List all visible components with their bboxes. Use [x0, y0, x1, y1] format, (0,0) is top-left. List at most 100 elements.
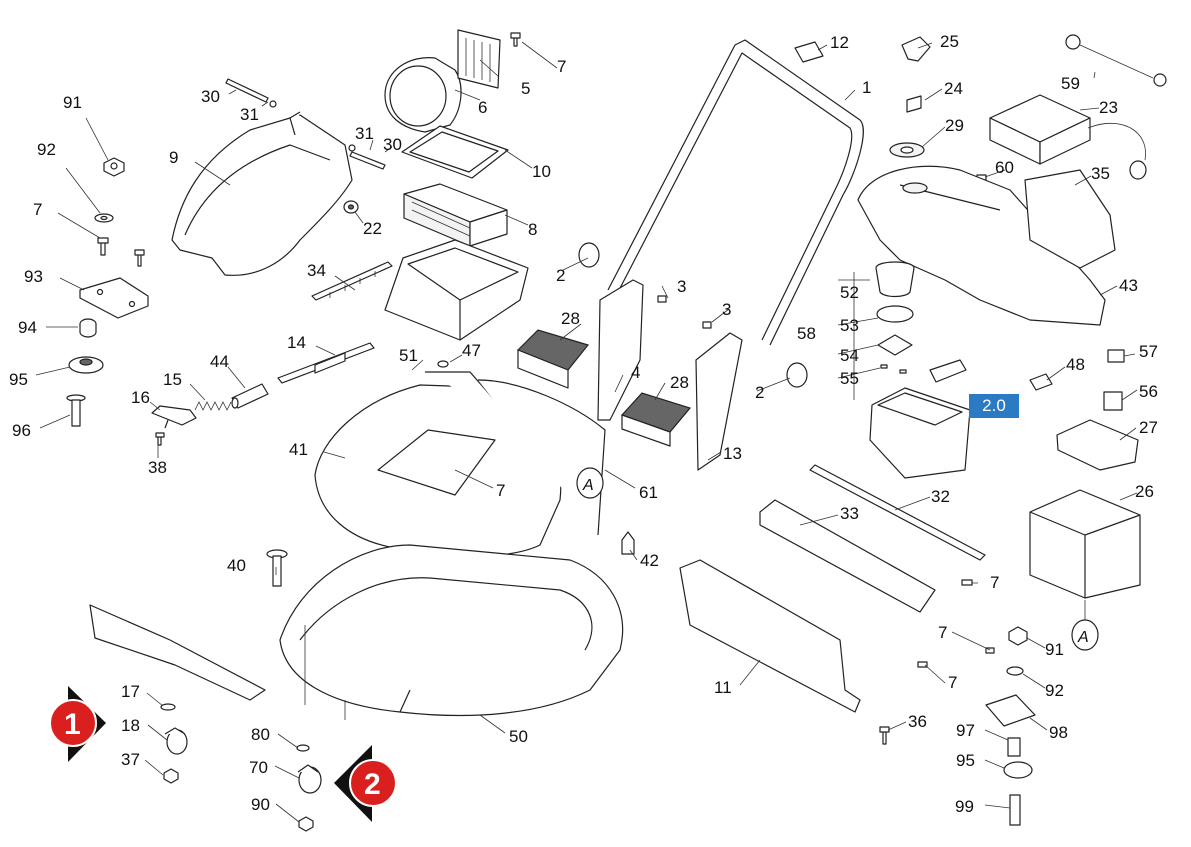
- callout-16: 16: [131, 388, 150, 407]
- callout-99: 99: [955, 797, 974, 816]
- callout-38: 38: [148, 458, 167, 477]
- callout-52: 52: [840, 283, 859, 302]
- callout-54: 54: [840, 346, 859, 365]
- callout-10: 10: [532, 162, 551, 181]
- part-52-cup: [875, 261, 915, 298]
- part-10-filter-frame: [401, 125, 509, 179]
- part-40-bolt: [266, 549, 288, 587]
- part-22-grommet: [343, 200, 359, 214]
- part-1-handle: [607, 39, 864, 346]
- callout-90: 90: [251, 795, 270, 814]
- part-91-nut: [103, 157, 125, 177]
- callout-95: 95: [9, 370, 28, 389]
- callout-35: 35: [1091, 164, 1110, 183]
- part-12-clip: [794, 41, 824, 63]
- part-37-nut: [163, 768, 179, 784]
- callout-37: 37: [121, 750, 140, 769]
- part-27-tray: [1056, 419, 1139, 471]
- part-36-screw: [879, 726, 890, 745]
- callout-55: 55: [840, 369, 859, 388]
- callout-31: 31: [240, 105, 259, 124]
- callout-18: 18: [121, 716, 140, 735]
- part-38-screw: [155, 432, 165, 446]
- callout-9: 9: [169, 148, 178, 167]
- part-91-nut-right: [1008, 626, 1028, 646]
- callout-11: 11: [714, 678, 732, 697]
- part-5-grille: [457, 29, 501, 89]
- part-53-disc: [876, 305, 914, 323]
- callout-15: 15: [163, 370, 182, 389]
- callout-7: 7: [496, 481, 505, 500]
- part-29-seal: [889, 142, 925, 158]
- callout-96: 96: [12, 421, 31, 440]
- callout-95: 95: [956, 751, 975, 770]
- callout-32: 32: [931, 487, 950, 506]
- callout-60: 60: [995, 158, 1014, 177]
- part-92-washer-right: [1006, 666, 1024, 676]
- part-34-spring-clip-bar: [311, 261, 393, 301]
- part-41-upper-housing: [314, 371, 562, 558]
- callout-2: 2: [755, 383, 764, 402]
- callout-70: 70: [249, 758, 268, 777]
- marker-1[interactable]: [49, 686, 106, 762]
- part-24-switch: [906, 95, 922, 113]
- callout-4: 4: [631, 363, 640, 382]
- part-44-sleeve: [231, 383, 269, 409]
- callout-34: 34: [307, 261, 326, 280]
- part-59-cable: [1065, 34, 1167, 87]
- callout-12: 12: [830, 33, 849, 52]
- part-17-washer: [160, 703, 176, 711]
- leader-lines: [35, 41, 1138, 823]
- sub-assembly-link-2-0[interactable]: 2.0: [969, 394, 1019, 418]
- part-43-electronic-cover: [857, 165, 1106, 326]
- part-16-handle-latch: [151, 405, 197, 429]
- part-8-air-filter: [403, 183, 508, 247]
- part-54-ring: [877, 334, 913, 356]
- part-55-screws: [880, 364, 907, 374]
- callout-48: 48: [1066, 355, 1085, 374]
- part-90-nut: [298, 816, 314, 832]
- callout-30: 30: [201, 87, 220, 106]
- callout-44: 44: [210, 352, 229, 371]
- callout-13: 13: [723, 444, 742, 463]
- part-13-bracket-right: [695, 332, 743, 471]
- part-2-0-fuse-assembly: [929, 359, 967, 383]
- callout-50: 50: [509, 727, 528, 746]
- callout-17: 17: [121, 682, 140, 701]
- part-80-washer: [296, 744, 310, 752]
- part-51-bag-frame: [384, 239, 529, 341]
- part-motor-unit: [869, 387, 971, 479]
- callout-3: 3: [722, 300, 731, 319]
- callout-98: 98: [1049, 723, 1068, 742]
- callout-80: 80: [251, 725, 270, 744]
- callout-28: 28: [561, 309, 580, 328]
- part-2-knobs: [578, 242, 808, 388]
- part-42-plug: [621, 531, 635, 555]
- callout-33: 33: [840, 504, 859, 523]
- callout-51: 51: [399, 346, 418, 365]
- part-23-charger: [989, 94, 1147, 180]
- marker-2[interactable]: [334, 745, 397, 822]
- part-95-bearing: [68, 356, 104, 374]
- marker-A-top-label: A: [582, 477, 594, 494]
- marker-A-top: [576, 467, 604, 499]
- part-9-bag-cover: [171, 111, 353, 276]
- callout-92: 92: [37, 140, 56, 159]
- callout-labels: 1 2 2 3 3 4 5 6 7 7 7 7 7 7 8 9 10 11 12…: [9, 32, 1158, 816]
- marker-2-label: 2: [364, 768, 381, 801]
- part-48-connector: [1029, 373, 1053, 391]
- part-56-fuse-holder: [1103, 391, 1123, 411]
- part-97-bushing: [1007, 737, 1021, 757]
- callout-93: 93: [24, 267, 43, 286]
- part-18-wheel: [164, 727, 188, 755]
- callout-5: 5: [521, 79, 530, 98]
- part-70-wheel: [297, 764, 322, 794]
- callout-58: 58: [797, 324, 816, 343]
- callout-53: 53: [840, 316, 859, 335]
- part-47-bolt: [437, 360, 449, 368]
- part-15-spring: [194, 401, 232, 411]
- part-14-rod: [277, 342, 375, 384]
- callout-91: 91: [63, 93, 82, 112]
- callout-25: 25: [940, 32, 959, 51]
- callout-3: 3: [677, 277, 686, 296]
